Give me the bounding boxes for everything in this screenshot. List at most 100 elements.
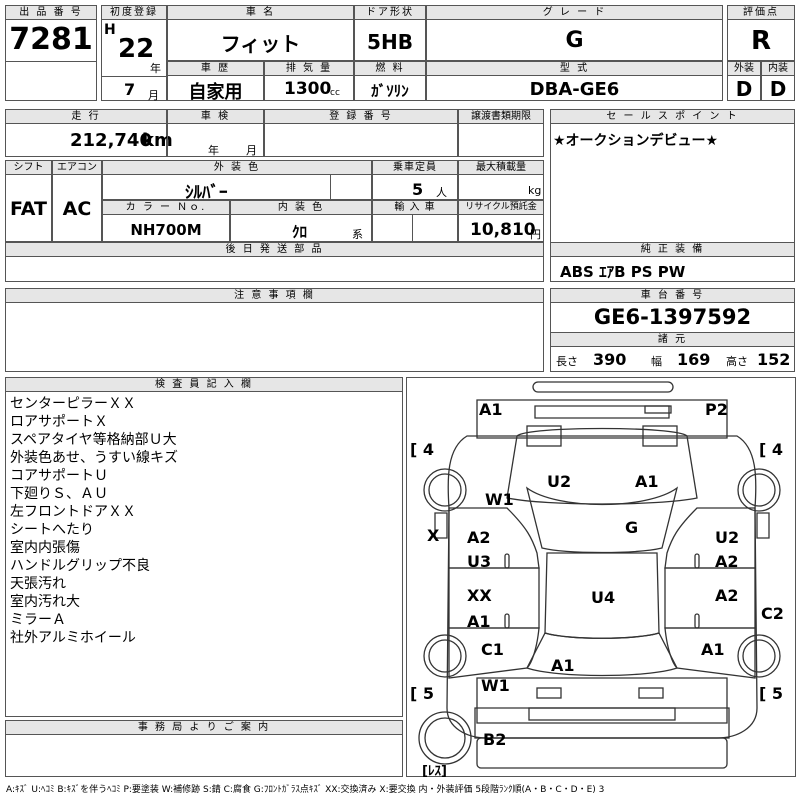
dims-label: 諸 元 [550,332,795,347]
mark-rear-door-right: A2 [715,586,739,605]
width-label: 幅 [651,355,662,368]
front-plate-shape [532,381,674,393]
mark-front-bumper-right: P2 [705,400,728,419]
rear-door-left-shape [448,627,540,679]
inspector-label: 検 査 員 記 入 欄 [5,377,403,392]
tire-front-left-depth: [ 4 [410,440,435,459]
front-door-right-shape [664,567,756,629]
note-line: スペアタイヤ等格納部Ｕ大 [10,432,177,448]
int-color-value: ｸﾛ [292,223,308,241]
equipment-value: ABS ｴｱB PS PW [560,263,686,281]
model-name-label: 車 名 [167,5,354,20]
grade-value: G [565,28,584,53]
note-line: ミラーＡ [10,612,66,628]
ext-color-label: 外 装 色 [102,160,372,175]
mark-front-bumper-left: A1 [479,400,503,419]
wheel-front-left [423,468,467,512]
int-color-label: 内 装 色 [230,200,372,215]
shift-value: FAT [10,198,47,220]
mark-hood-left: U2 [547,472,572,491]
mark-roof: U4 [591,588,616,607]
mark-hood-right: A1 [635,472,659,491]
note-line: 室内内張傷 [10,540,80,556]
inspection-year-unit: 年 [208,144,219,157]
sales-point-label: セ ー ル ス ポ イ ン ト [550,109,795,124]
first-reg-year: 22 [118,34,155,64]
mark-front-door-left-2: U3 [467,552,492,571]
length-value: 390 [593,350,627,369]
ext-color-value: ｼﾙﾊﾞｰ [185,183,228,203]
note-line: 天張汚れ [10,576,66,592]
recycle-unit: 円 [530,228,541,241]
inspector-notes: センターピラーＸＸ ロアサポートＸ スペアタイヤ等格納部Ｕ大 外装色あせ、うすい… [10,395,178,647]
mark-right-quarter: C2 [761,604,784,623]
spare-tire-status: [ﾚｽ] [422,764,447,779]
note-line: センターピラーＸＸ [10,396,136,412]
color-no-label: カ ラ ー Ｎｏ. [102,200,230,215]
divider [5,61,97,62]
length-label: 長さ [556,355,578,368]
divider [330,175,331,200]
grade-label: グ レ ー ド [426,5,723,20]
aircon-label: エアコン [52,160,102,175]
exterior-score-value: D [735,77,753,101]
hood-shape [506,427,698,505]
transfer-deadline-label: 譲渡書類期限 [458,109,544,124]
color-no-value: NH700M [130,221,202,239]
interior-score-label: 内装 [761,61,795,76]
first-reg-month: 7 [124,80,136,99]
rear-door-right-shape [664,627,756,679]
mark-rear-bumper: B2 [483,730,507,749]
lot-label: 出 品 番 号 [5,5,97,20]
note-line: シートへたり [10,522,94,538]
lot-number: 7281 [9,22,93,57]
first-reg-era: H [104,22,116,38]
first-reg-month-unit: 月 [148,89,159,102]
divider [412,215,413,242]
mark-front-door-right: U2 [715,528,740,547]
note-line: 下廻りＳ、ＡＵ [10,486,108,502]
equipment-label: 純 正 装 備 [550,242,795,257]
chassis-value: GE6-1397592 [593,305,752,329]
trunk-shape [476,677,728,724]
mark-trunk: A1 [551,656,575,675]
spare-wheel [418,711,472,765]
model-code-value: DBA-GE6 [529,79,620,100]
import-label: 輸 入 車 [372,200,458,215]
door-value: 5HB [367,30,413,54]
note-line: 左フロントドアＸＸ [10,504,136,520]
height-value: 152 [757,350,791,369]
int-color-unit: 系 [352,228,363,241]
office-label: 事 務 局 よ り ご 案 内 [5,720,403,735]
note-line: 外装色あせ、うすい線キズ [10,450,178,466]
door-label: ドア形状 [354,5,426,20]
wheel-rear-left [423,634,467,678]
note-line: コアサポートＵ [10,468,108,484]
mark-rear-door-left: XX [467,586,492,605]
car-outline [418,381,781,769]
width-value: 169 [677,350,711,369]
mark-front-fender-left: W1 [485,490,514,509]
note-line: ロアサポートＸ [10,414,108,430]
exterior-score-label: 外装 [727,61,761,76]
displacement-unit: cc [330,88,340,98]
tire-front-right-depth: [ 4 [759,440,784,459]
height-label: 高さ [726,355,748,368]
interior-score-value: D [769,77,787,101]
sales-point-value: ★オークションデビュー★ [553,133,719,149]
mileage-value: 212,740 [70,130,152,151]
tire-rear-left-depth: [ 5 [410,684,435,703]
divider [101,76,167,77]
mark-front-door-right-2: A2 [715,552,739,571]
rear-glass-shape [526,632,678,677]
history-label: 車 歴 [167,61,264,76]
registration-label: 登 録 番 号 [264,109,458,124]
wheel-front-right [737,468,781,512]
mark-rear-fender-left: C1 [481,640,504,659]
mark-rear-door-left-2: A1 [467,612,491,631]
model-name-value: フィット [220,32,301,56]
front-bumper-shape [476,399,728,439]
max-load-label: 最大積載量 [458,160,544,175]
history-value: 自家用 [188,82,243,103]
capacity-value: 5 [412,180,424,199]
